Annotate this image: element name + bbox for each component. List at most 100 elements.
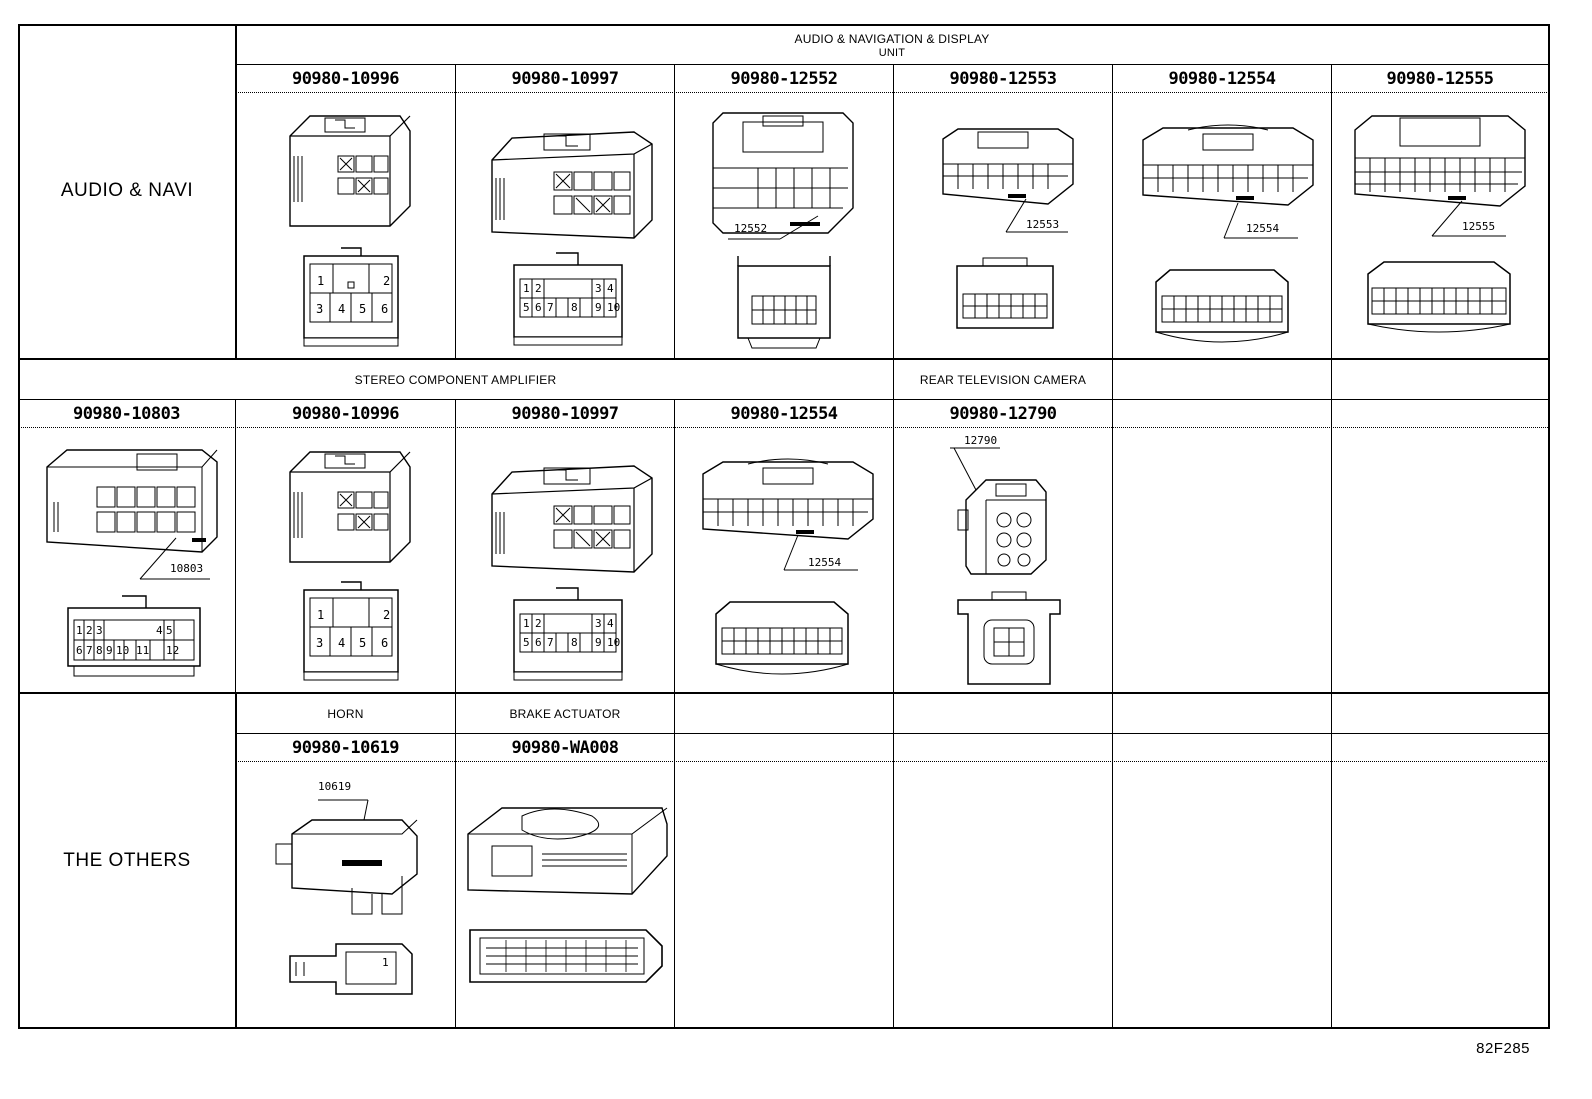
- connector-drawing-12552: [712, 112, 854, 234]
- pin-label: 7: [86, 644, 93, 657]
- connector-drawing-10997: [491, 131, 653, 239]
- pin-label: 2: [535, 282, 542, 295]
- connector-chart: AUDIO & NAVI THE OTHERS AUDIO & NAVIGATI…: [18, 24, 1550, 1029]
- leader-line: [783, 534, 858, 571]
- leader-line: [1431, 200, 1506, 237]
- pin-face-10803: [67, 595, 201, 677]
- connector-drawing-12554: [702, 458, 874, 540]
- pin-label: 5: [359, 636, 367, 650]
- pin-label: 9: [595, 636, 602, 649]
- pin-label: 1: [523, 617, 530, 630]
- pin-label: 3: [316, 636, 324, 650]
- part-number-90980-10996: 90980-10996: [291, 403, 400, 424]
- pin-label: 10: [607, 301, 621, 314]
- part-number-90980-10997: 90980-10997: [511, 68, 619, 89]
- pin-label: 8: [571, 636, 578, 649]
- pin-label: 3: [316, 302, 324, 316]
- part-number-90980-10997: 90980-10997: [511, 403, 619, 424]
- system-header-horn: HORN: [327, 706, 364, 721]
- ref-label-12555: 12555: [1462, 220, 1496, 233]
- pin-label: 6: [76, 644, 83, 657]
- system-header-stereo-amplifier: STEREO COMPONENT AMPLIFIER: [354, 372, 557, 387]
- pin-label: 5: [523, 636, 530, 649]
- part-number-90980-12554: 90980-12554: [730, 403, 838, 424]
- part-number-90980-10619: 90980-10619: [291, 737, 400, 758]
- pin-label: 4: [607, 617, 614, 630]
- system-header-rear-tv-camera: REAR TELEVISION CAMERA: [919, 372, 1087, 387]
- connector-drawing-10803: [46, 449, 218, 553]
- connector-drawing-10996: [289, 115, 411, 227]
- pin-face-12555: [1367, 261, 1511, 333]
- pin-label: 6: [535, 301, 542, 314]
- pin-label: 4: [607, 282, 614, 295]
- leader-line: [1005, 198, 1068, 233]
- ref-label-12554: 12554: [808, 556, 842, 569]
- part-number-90980-10996: 90980-10996: [291, 68, 400, 89]
- system-header-brake-actuator: BRAKE ACTUATOR: [509, 706, 621, 721]
- system-header-line-2: UNIT: [878, 46, 906, 59]
- pin-label: 5: [166, 624, 173, 637]
- pin-label: 1: [317, 608, 325, 622]
- pin-label: 1: [76, 624, 83, 637]
- pin-face-10997: [513, 587, 623, 681]
- connector-drawing-10996: [289, 451, 411, 563]
- figure-code: 82F285: [1476, 1040, 1530, 1057]
- row-label-audio-navi: AUDIO & NAVI: [60, 180, 194, 201]
- system-header-line-1: AUDIO & NAVIGATION & DISPLAY: [794, 31, 990, 46]
- pin-label: 11: [136, 644, 150, 657]
- pin-label: 5: [523, 301, 530, 314]
- part-number-90980-10803: 90980-10803: [72, 403, 181, 424]
- ref-label-12554: 12554: [1246, 222, 1280, 235]
- pin-label: 1: [317, 274, 325, 288]
- part-number-90980-12552: 90980-12552: [730, 68, 838, 89]
- pin-label: 2: [383, 608, 391, 622]
- pin-face-10996: [303, 581, 399, 681]
- ref-label-12552: 12552: [734, 222, 768, 235]
- pin-label: 2: [86, 624, 93, 637]
- pin-label: 8: [96, 644, 103, 657]
- pin-label: 4: [338, 302, 346, 316]
- pin-face-12554: [715, 601, 849, 675]
- connector-drawing-10997: [491, 465, 653, 573]
- pin-label: 6: [381, 636, 389, 650]
- pin-label: 3: [96, 624, 103, 637]
- connector-drawing-WA008: [467, 807, 668, 895]
- pin-face-10619: [289, 943, 413, 995]
- pin-label: 10: [607, 636, 621, 649]
- pin-label: 7: [547, 301, 554, 314]
- part-number-90980-12553: 90980-12553: [949, 68, 1057, 89]
- pin-label: 2: [383, 274, 391, 288]
- pin-label: 1: [523, 282, 530, 295]
- leader-line: [950, 447, 1000, 491]
- pin-label: 2: [535, 617, 542, 630]
- part-number-90980-12555: 90980-12555: [1386, 68, 1494, 89]
- connector-drawing-12553: [942, 128, 1074, 205]
- ref-label-10803: 10803: [170, 562, 204, 575]
- pin-label: 3: [595, 282, 602, 295]
- pin-face-WA008: [469, 929, 663, 983]
- connector-drawing-12554: [1142, 124, 1314, 206]
- pin-label: 9: [595, 301, 602, 314]
- pin-label: 3: [595, 617, 602, 630]
- connector-drawing-10619: [275, 819, 418, 915]
- pin-face-10997: [513, 252, 623, 346]
- system-header-audio-nav-display-unit: AUDIO & NAVIGATION & DISPLAY UNIT: [236, 26, 1548, 64]
- pin-label: 6: [381, 302, 389, 316]
- ref-label-12790: 12790: [964, 434, 998, 447]
- row-label-the-others: THE OTHERS: [63, 850, 191, 871]
- part-number-90980-12554: 90980-12554: [1168, 68, 1276, 89]
- pin-label: 5: [359, 302, 367, 316]
- ref-label-12553: 12553: [1026, 218, 1060, 231]
- part-number-90980-12790: 90980-12790: [949, 403, 1057, 424]
- pin-face-12790: [957, 591, 1061, 685]
- pin-label: 6: [535, 636, 542, 649]
- pin-label: 12: [166, 644, 180, 657]
- pin-label: 8: [571, 301, 578, 314]
- leader-line: [728, 215, 819, 240]
- pin-face-10996: [303, 247, 399, 347]
- pin-label: 7: [547, 636, 554, 649]
- pin-face-12552: [737, 256, 831, 349]
- connector-drawing-12790: [957, 479, 1047, 575]
- pin-label: 10: [116, 644, 130, 657]
- leader-line: [1223, 202, 1298, 239]
